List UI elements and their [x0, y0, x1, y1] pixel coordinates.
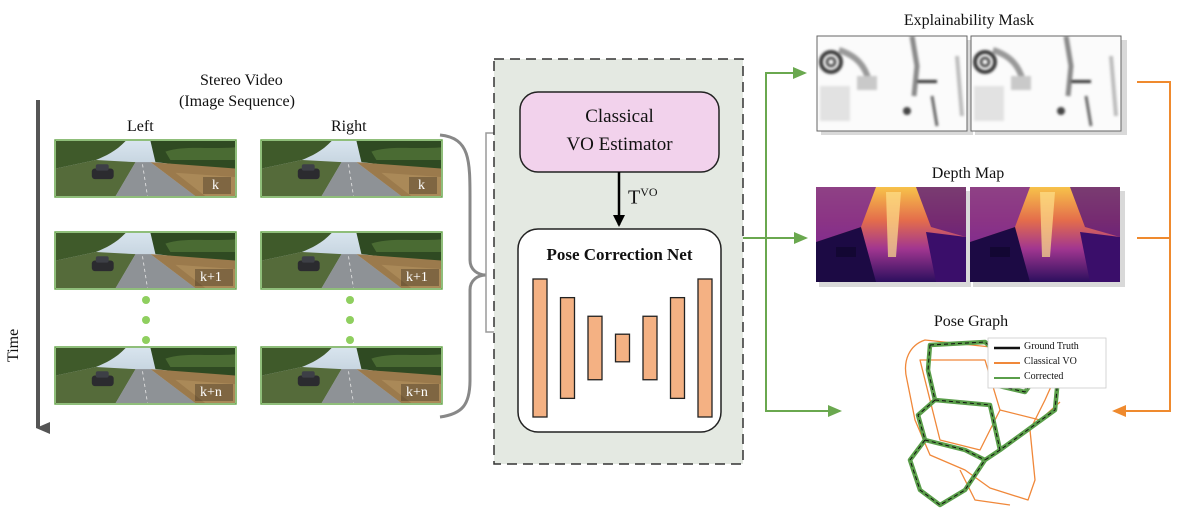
vo-estimator-line1: Classical — [585, 106, 654, 127]
depth-map-title: Depth Map — [931, 165, 1005, 182]
network-layer-bar — [697, 278, 713, 418]
tag-left-kn: k+n — [200, 385, 222, 400]
network-layer-bar — [642, 315, 658, 381]
legend-classical-vo: Classical VO — [1024, 356, 1077, 367]
network-layer-bar — [587, 315, 603, 381]
frame-left-k — [54, 139, 237, 198]
transform-label: TVO — [628, 185, 658, 210]
green-arrow-mask — [743, 67, 807, 239]
frame-left-kn — [54, 346, 237, 405]
network-layer-bar — [669, 296, 686, 400]
time-label: Time — [5, 328, 22, 362]
transform-base: T — [628, 186, 641, 209]
frame-right-kn — [260, 346, 443, 405]
vo-estimator-line2: VO Estimator — [566, 134, 673, 155]
frame-right-k — [260, 139, 443, 198]
legend-ground-truth: Ground Truth — [1024, 341, 1079, 352]
tag-left-k1: k+1 — [200, 270, 222, 285]
pose-graph-legend — [987, 337, 1107, 389]
explainability-mask-images — [816, 35, 1127, 135]
network-layer-bar — [559, 296, 576, 400]
input-title-line1: Stereo Video — [200, 72, 283, 89]
pose-correction-net-title: Pose Correction Net — [546, 245, 693, 264]
tag-right-k1: k+1 — [406, 270, 428, 285]
network-layer-bar — [614, 333, 631, 363]
vo-estimator-box — [519, 91, 720, 173]
left-column-label: Left — [127, 118, 154, 135]
network-layer-bar — [532, 278, 548, 418]
pose-graph-title: Pose Graph — [933, 313, 1009, 330]
frame-right-k1 — [260, 231, 443, 290]
green-arrow-posegraph — [765, 238, 842, 417]
continuation-dots — [142, 296, 354, 344]
tag-right-kn: k+n — [406, 385, 428, 400]
explainability-title: Explainability Mask — [903, 12, 1035, 29]
orange-arrow-mask — [1112, 81, 1171, 417]
input-title-line2: (Image Sequence) — [179, 93, 295, 110]
sequence-brace — [439, 133, 487, 419]
legend-corrected: Corrected — [1024, 371, 1064, 382]
transform-sup: VO — [640, 185, 658, 199]
tag-left-k: k — [212, 178, 219, 193]
tag-right-k: k — [418, 178, 425, 193]
depth-map-images — [816, 187, 1125, 287]
frame-left-k1 — [54, 231, 237, 290]
right-column-label: Right — [331, 118, 367, 135]
